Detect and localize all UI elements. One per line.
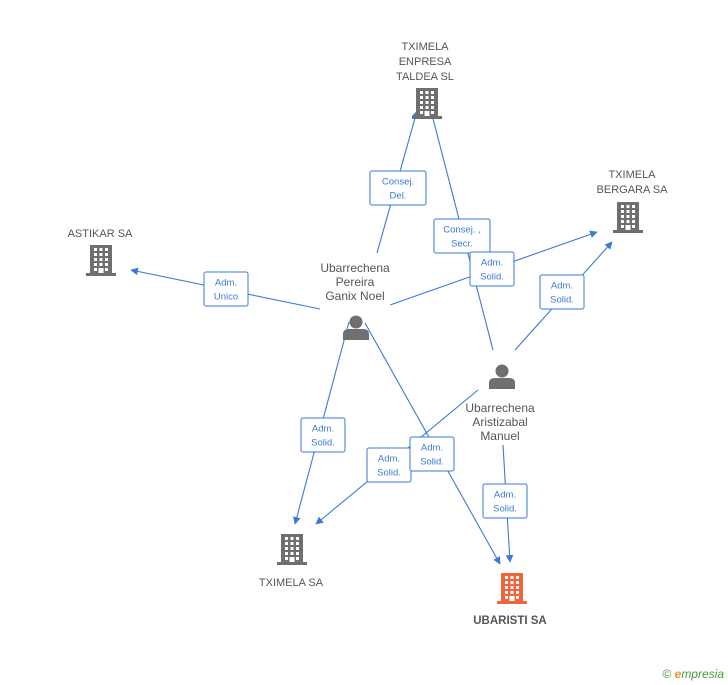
person-name: Aristizabal — [472, 415, 527, 429]
building-icon — [497, 573, 527, 604]
relation-label-text: Solid. — [493, 504, 517, 515]
relation-label-ganix-ubaristi[interactable]: Adm. Solid. — [409, 436, 455, 472]
relation-label-box — [482, 483, 528, 519]
company-node-tximela[interactable]: TXIMELA SA — [259, 534, 324, 589]
relation-label-text: Secr. — [451, 239, 473, 250]
relation-labels-layer: Consej. Del. Consej. , Secr. Adm. Solid. Adm. S… — [203, 170, 585, 519]
relation-label-text: Adm. — [378, 454, 400, 465]
company-node-bergara[interactable]: TXIMELA BERGARA SA — [597, 169, 669, 233]
relation-label-text: Del. — [390, 191, 407, 202]
company-name: UBARISTI SA — [473, 615, 546, 627]
relation-label-ganix-astikar[interactable]: Adm. Unico — [203, 271, 249, 307]
relation-label-text: Adm. — [421, 443, 443, 454]
relation-label-ganix-taldea[interactable]: Consej. Del. — [369, 170, 427, 206]
relation-label-box — [369, 170, 427, 206]
person-icon — [343, 315, 369, 340]
person-name: Ubarrechena — [465, 401, 535, 415]
company-node-astikar[interactable]: ASTIKAR SA — [68, 228, 133, 276]
brand-name: mpresia — [681, 667, 724, 681]
nodes-layer: TXIMELA ENPRESA TALDEA SL TXIMELA BERGARA SA… — [68, 41, 669, 627]
company-name: TXIMELA SA — [259, 577, 324, 589]
relation-label-box — [469, 251, 515, 287]
relation-label-text: Solid. — [311, 438, 335, 449]
relation-label-text: Adm. — [481, 258, 503, 269]
relation-label-text: Adm. — [215, 278, 237, 289]
relation-label-box — [539, 274, 585, 310]
company-node-ubaristi[interactable]: UBARISTI SA — [473, 573, 547, 627]
relation-label-text: Consej. , — [443, 225, 481, 236]
person-name: Manuel — [480, 429, 519, 443]
copyright-symbol: © — [662, 667, 672, 681]
person-name: Ganix Noel — [325, 289, 384, 303]
relation-label-ganix-bergara[interactable]: Adm. Solid. — [469, 251, 515, 287]
empresia-watermark[interactable]: © empresia — [662, 667, 724, 681]
relation-label-text: Solid. — [420, 457, 444, 468]
building-icon — [86, 245, 116, 276]
relation-label-text: Solid. — [480, 272, 504, 283]
building-icon — [412, 88, 442, 119]
relation-label-ganix-tximela[interactable]: Adm. Solid. — [300, 417, 346, 453]
relation-label-text: Solid. — [550, 295, 574, 306]
relation-label-manuel-tximela[interactable]: Adm. Solid. — [366, 447, 412, 483]
relation-label-box — [203, 271, 249, 307]
person-name: Pereira — [336, 275, 375, 289]
company-name: TXIMELA — [608, 169, 656, 181]
relation-label-text: Consej. — [382, 177, 414, 188]
relation-label-box — [409, 436, 455, 472]
relation-label-text: Solid. — [377, 468, 401, 479]
relation-label-text: Adm. — [551, 281, 573, 292]
brand-initial: e — [674, 667, 682, 681]
company-node-taldea[interactable]: TXIMELA ENPRESA TALDEA SL — [396, 41, 454, 119]
company-name: TALDEA SL — [396, 71, 454, 83]
relation-label-manuel-bergara[interactable]: Adm. Solid. — [539, 274, 585, 310]
person-icon — [489, 364, 515, 389]
relation-label-box — [433, 218, 491, 254]
building-icon — [613, 202, 643, 233]
company-name: BERGARA SA — [597, 184, 669, 196]
relation-label-manuel-taldea[interactable]: Consej. , Secr. — [433, 218, 491, 254]
building-icon — [277, 534, 307, 565]
person-name: Ubarrechena — [320, 261, 390, 275]
relation-label-manuel-ubaristi[interactable]: Adm. Solid. — [482, 483, 528, 519]
relation-label-text: Unico — [214, 292, 238, 303]
relation-label-text: Adm. — [312, 424, 334, 435]
relation-label-text: Adm. — [494, 490, 516, 501]
company-name: ENPRESA — [399, 56, 452, 68]
company-name: ASTIKAR SA — [68, 228, 133, 240]
company-name: TXIMELA — [401, 41, 449, 53]
relation-label-box — [300, 417, 346, 453]
